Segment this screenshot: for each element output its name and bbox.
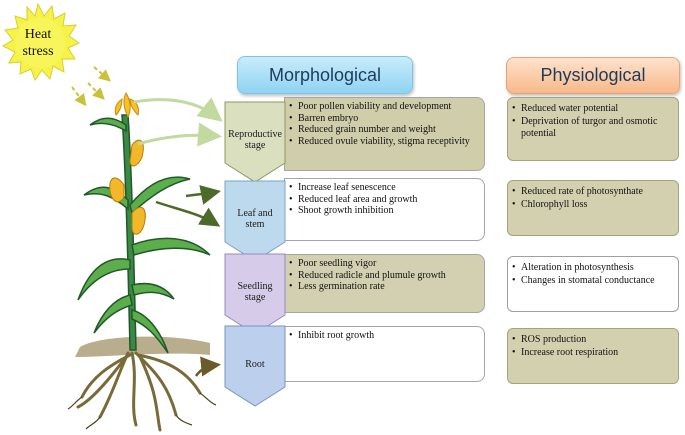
list-item: Increase root respiration — [512, 347, 674, 360]
morphological-box-root: Inhibit root growth — [284, 326, 485, 382]
stage-chevron-leaf-stem: Leaf and stem — [224, 180, 286, 262]
list-item: Chlorophyll loss — [512, 199, 674, 212]
list-item: Less germination rate — [289, 281, 480, 293]
stage-label-leaf-stem: Leaf and stem — [237, 208, 273, 230]
list-item: Reduced radicle and plumule growth — [289, 270, 480, 282]
list-item: Inhibit root growth — [289, 330, 480, 342]
stage-chevron-root: Root — [224, 325, 286, 407]
morphological-box-reproductive: Poor pollen viability and development Ba… — [284, 97, 485, 171]
list-item: Reduced grain number and weight — [289, 124, 480, 136]
connector-arrows — [133, 97, 223, 377]
list-item: Increase leaf senescence — [289, 182, 480, 194]
stage-label-seedling: Seedling stage — [237, 281, 273, 303]
list-item: Poor pollen viability and development — [289, 101, 480, 113]
stage-chevron-reproductive: Reproductive stage — [224, 101, 286, 183]
list-item: Poor seedling vigor — [289, 258, 480, 270]
heat-stress-label: Heat stress — [22, 27, 54, 59]
maize-plant-illustration — [67, 92, 217, 432]
morphological-header: Morphological — [237, 56, 413, 94]
list-item: Alteration in photosynthesis — [512, 262, 674, 275]
stage-label-reproductive: Reproductive stage — [228, 129, 282, 151]
list-item: Barren embryo — [289, 113, 480, 125]
physiological-box-leaf-stem: Reduced rate of photosynthate Chlorophyl… — [507, 180, 679, 236]
heat-arrows — [71, 66, 112, 107]
physiological-box-reproductive: Reduced water potential Deprivation of t… — [507, 97, 679, 161]
sun-icon — [1, 2, 80, 82]
list-item: ROS production — [512, 334, 674, 347]
morphological-box-seedling: Poor seedling vigor Reduced radicle and … — [284, 254, 485, 313]
list-item: Changes in stomatal conductance — [512, 275, 674, 288]
list-item: Deprivation of turgor and osmotic potent… — [512, 116, 674, 141]
list-item: Reduced rate of photosynthate — [512, 186, 674, 199]
physiological-box-root: ROS production Increase root respiration — [507, 328, 679, 384]
physiological-box-seedling: Alteration in photosynthesis Changes in … — [507, 256, 679, 312]
stage-chevron-seedling: Seedling stage — [224, 253, 286, 335]
list-item: Reduced leaf area and growth — [289, 194, 480, 206]
stage-label-root: Root — [245, 358, 265, 370]
physiological-header: Physiological — [506, 57, 680, 94]
list-item: Reduced ovule viability, stigma receptiv… — [289, 136, 480, 148]
list-item: Shoot growth inhibition — [289, 205, 480, 217]
morphological-box-leaf-stem: Increase leaf senescence Reduced leaf ar… — [284, 178, 485, 241]
list-item: Reduced water potential — [512, 103, 674, 116]
